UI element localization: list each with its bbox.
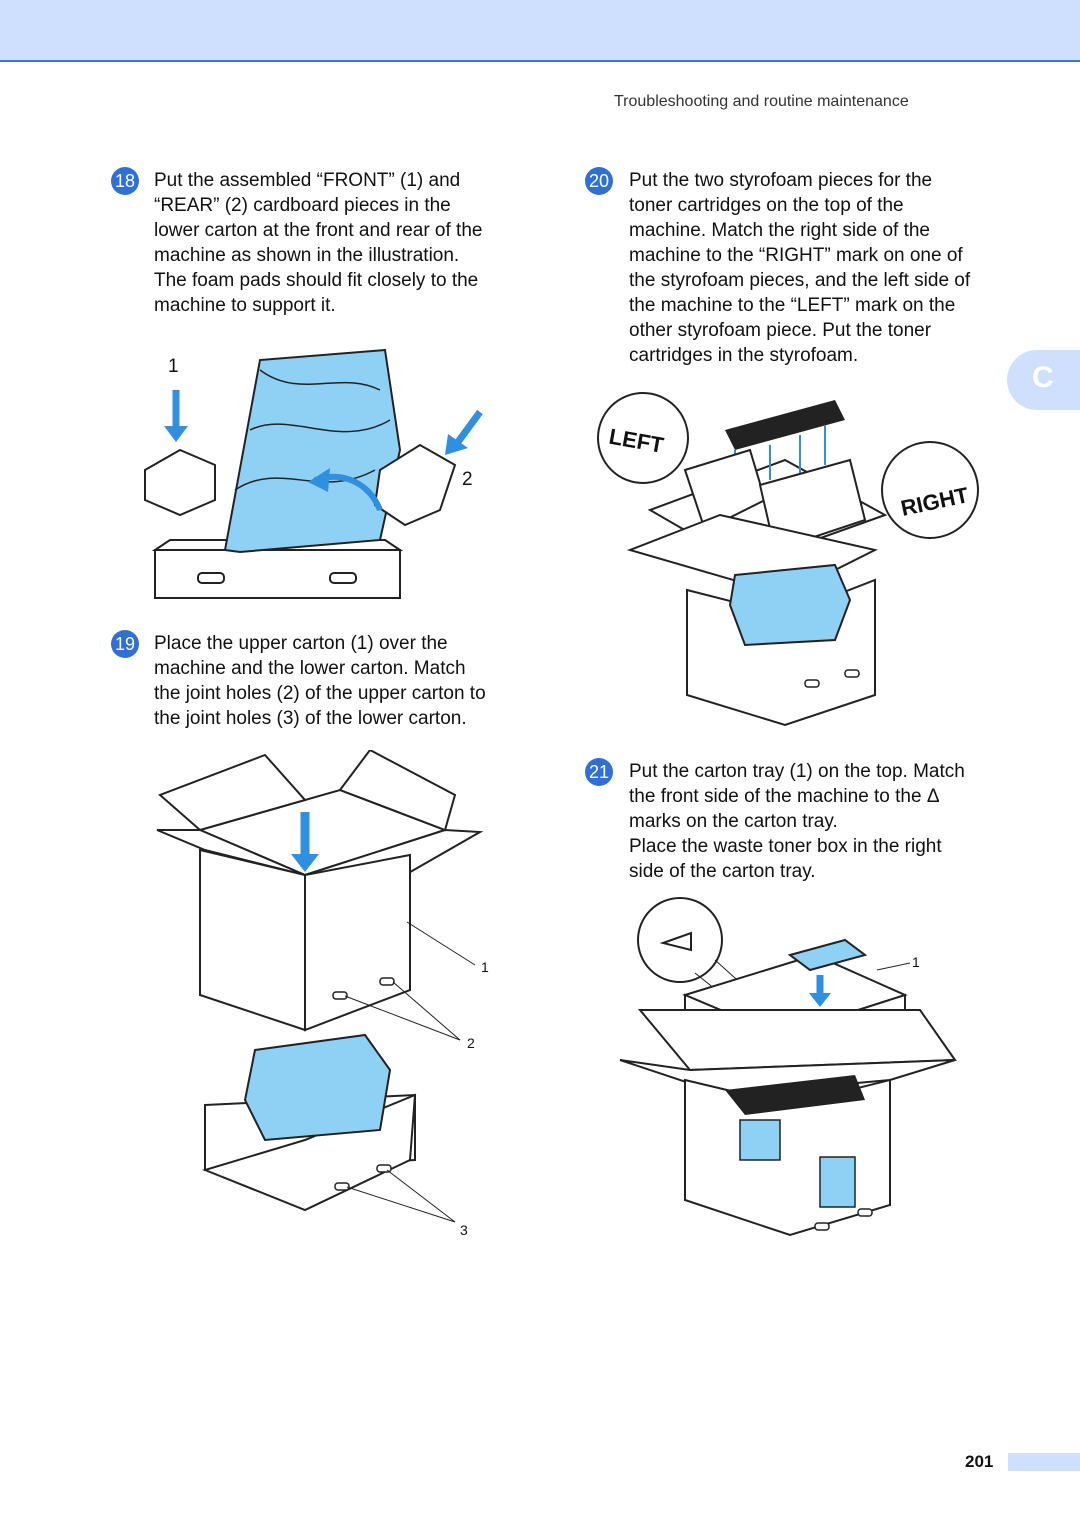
page-number: 201: [965, 1452, 994, 1471]
step-line: the joint holes (3) of the lower carton.: [154, 708, 467, 729]
step-line: lower carton at the front and rear of th…: [154, 220, 483, 241]
chapter-tab-letter: C: [1032, 361, 1054, 394]
figure-18-illustration: 1 2: [144, 348, 483, 599]
step-line: “REAR” (2) cardboard pieces in the: [154, 195, 451, 216]
callout-1: 1: [168, 356, 179, 377]
callout-2: 2: [467, 1035, 475, 1051]
step-line: The foam pads should fit closely to the: [154, 270, 479, 291]
step-line: the machine to the “LEFT” mark on the: [629, 295, 956, 316]
step-number-21: 21: [585, 758, 613, 786]
step-number-19: 19: [111, 630, 139, 658]
delta-mark-icon: [659, 931, 692, 952]
callout-1: 1: [912, 954, 920, 970]
step-line: the joint holes (2) of the upper carton …: [154, 683, 486, 704]
callout-1: 1: [481, 959, 489, 975]
step-line: machine to the “RIGHT” mark on one of: [629, 245, 963, 266]
step-number-18: 18: [111, 167, 139, 195]
step-line: other styrofoam piece. Put the toner: [629, 320, 932, 341]
step-line: cartridges in the styrofoam.: [629, 345, 859, 366]
page-number-bar: [1008, 1453, 1080, 1471]
step-line: marks on the carton tray.: [629, 811, 838, 832]
step-line: machine as shown in the illustration.: [154, 245, 460, 266]
step-line: the styrofoam pieces, and the left side …: [629, 270, 971, 291]
step-line: the front side of the machine to the Δ: [629, 786, 940, 807]
step-line: machine. Match the right side of the: [629, 220, 930, 241]
top-band: [0, 0, 1080, 62]
figure-21-illustration: 1: [619, 897, 957, 1237]
callout-2: 2: [462, 469, 473, 490]
step-line: Put the two styrofoam pieces for the: [629, 170, 933, 191]
chapter-tab[interactable]: C: [1007, 350, 1080, 410]
figure-19-illustration: 1 2 3: [156, 750, 489, 1238]
step-number-20: 20: [585, 167, 613, 195]
step-line: toner cartridges on the top of the: [629, 195, 904, 216]
step-line: machine to support it.: [154, 295, 336, 316]
step-line: side of the carton tray.: [629, 861, 816, 882]
section-header: Troubleshooting and routine maintenance: [614, 93, 909, 110]
figure-20-illustration: LEFT RIGHT: [597, 392, 979, 727]
callout-3: 3: [460, 1222, 468, 1238]
step-line: Place the waste toner box in the right: [629, 836, 942, 857]
step-line: Place the upper carton (1) over the: [154, 633, 448, 654]
step-line: Put the carton tray (1) on the top. Matc…: [629, 761, 965, 782]
step-line: machine and the lower carton. Match: [154, 658, 466, 679]
step-line: Put the assembled “FRONT” (1) and: [154, 170, 461, 191]
